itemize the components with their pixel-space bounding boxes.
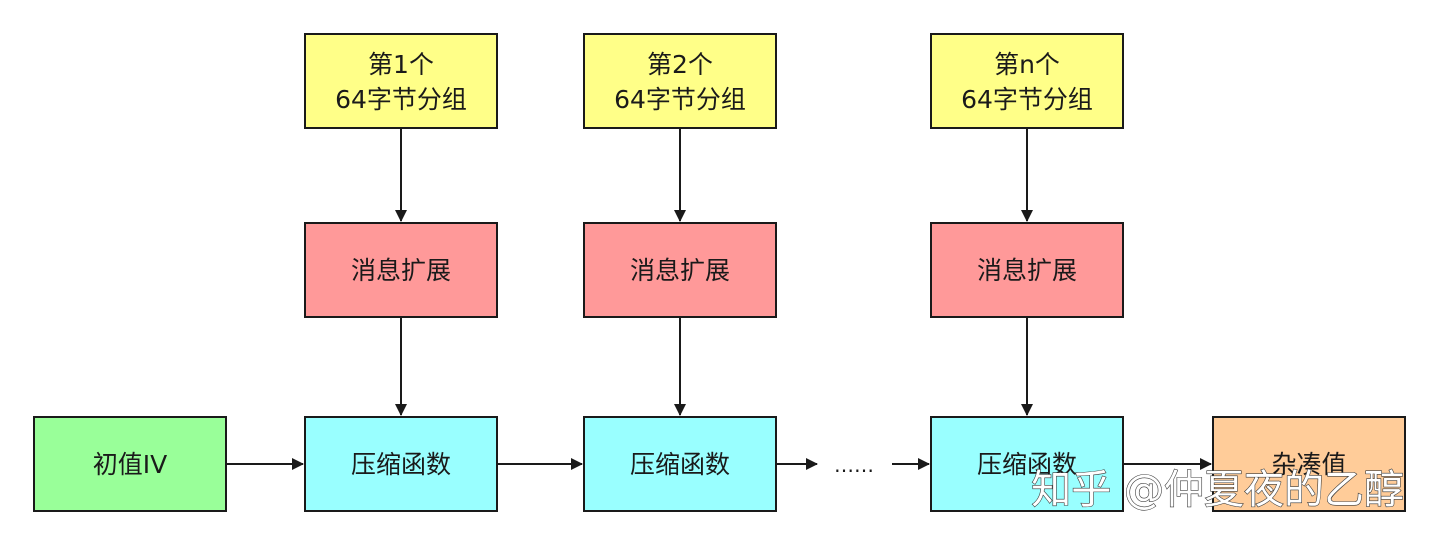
hash-label: 杂凑值 xyxy=(1271,450,1346,479)
compression-n-label: 压缩函数 xyxy=(977,450,1077,479)
hash-box: 杂凑值 xyxy=(1212,416,1406,512)
expansion-2: 消息扩展 xyxy=(583,222,777,318)
block-n-line2: 64字节分组 xyxy=(961,85,1093,114)
ellipsis-text: …… xyxy=(834,453,874,477)
compression-2-label: 压缩函数 xyxy=(630,450,730,479)
watermark-text: 知乎 @仲夏夜的乙醇 xyxy=(1031,467,1404,513)
block-n-line1: 第n个 xyxy=(994,50,1060,79)
block-1: 第1个 64字节分组 xyxy=(304,33,498,129)
iv-label: 初值IV xyxy=(93,450,167,479)
block-1-line2: 64字节分组 xyxy=(335,85,467,114)
iv-box: 初值IV xyxy=(33,416,227,512)
expansion-n-label: 消息扩展 xyxy=(977,256,1077,285)
compression-2: 压缩函数 xyxy=(583,416,777,512)
block-1-line1: 第1个 xyxy=(368,50,434,79)
block-2: 第2个 64字节分组 xyxy=(583,33,777,129)
block-2-line2: 64字节分组 xyxy=(614,85,746,114)
expansion-n: 消息扩展 xyxy=(930,222,1124,318)
block-n: 第n个 64字节分组 xyxy=(930,33,1124,129)
compression-1-label: 压缩函数 xyxy=(351,450,451,479)
block-2-line1: 第2个 xyxy=(647,50,713,79)
compression-n: 压缩函数 xyxy=(930,416,1124,512)
expansion-1: 消息扩展 xyxy=(304,222,498,318)
expansion-2-label: 消息扩展 xyxy=(630,256,730,285)
expansion-1-label: 消息扩展 xyxy=(351,256,451,285)
compression-1: 压缩函数 xyxy=(304,416,498,512)
